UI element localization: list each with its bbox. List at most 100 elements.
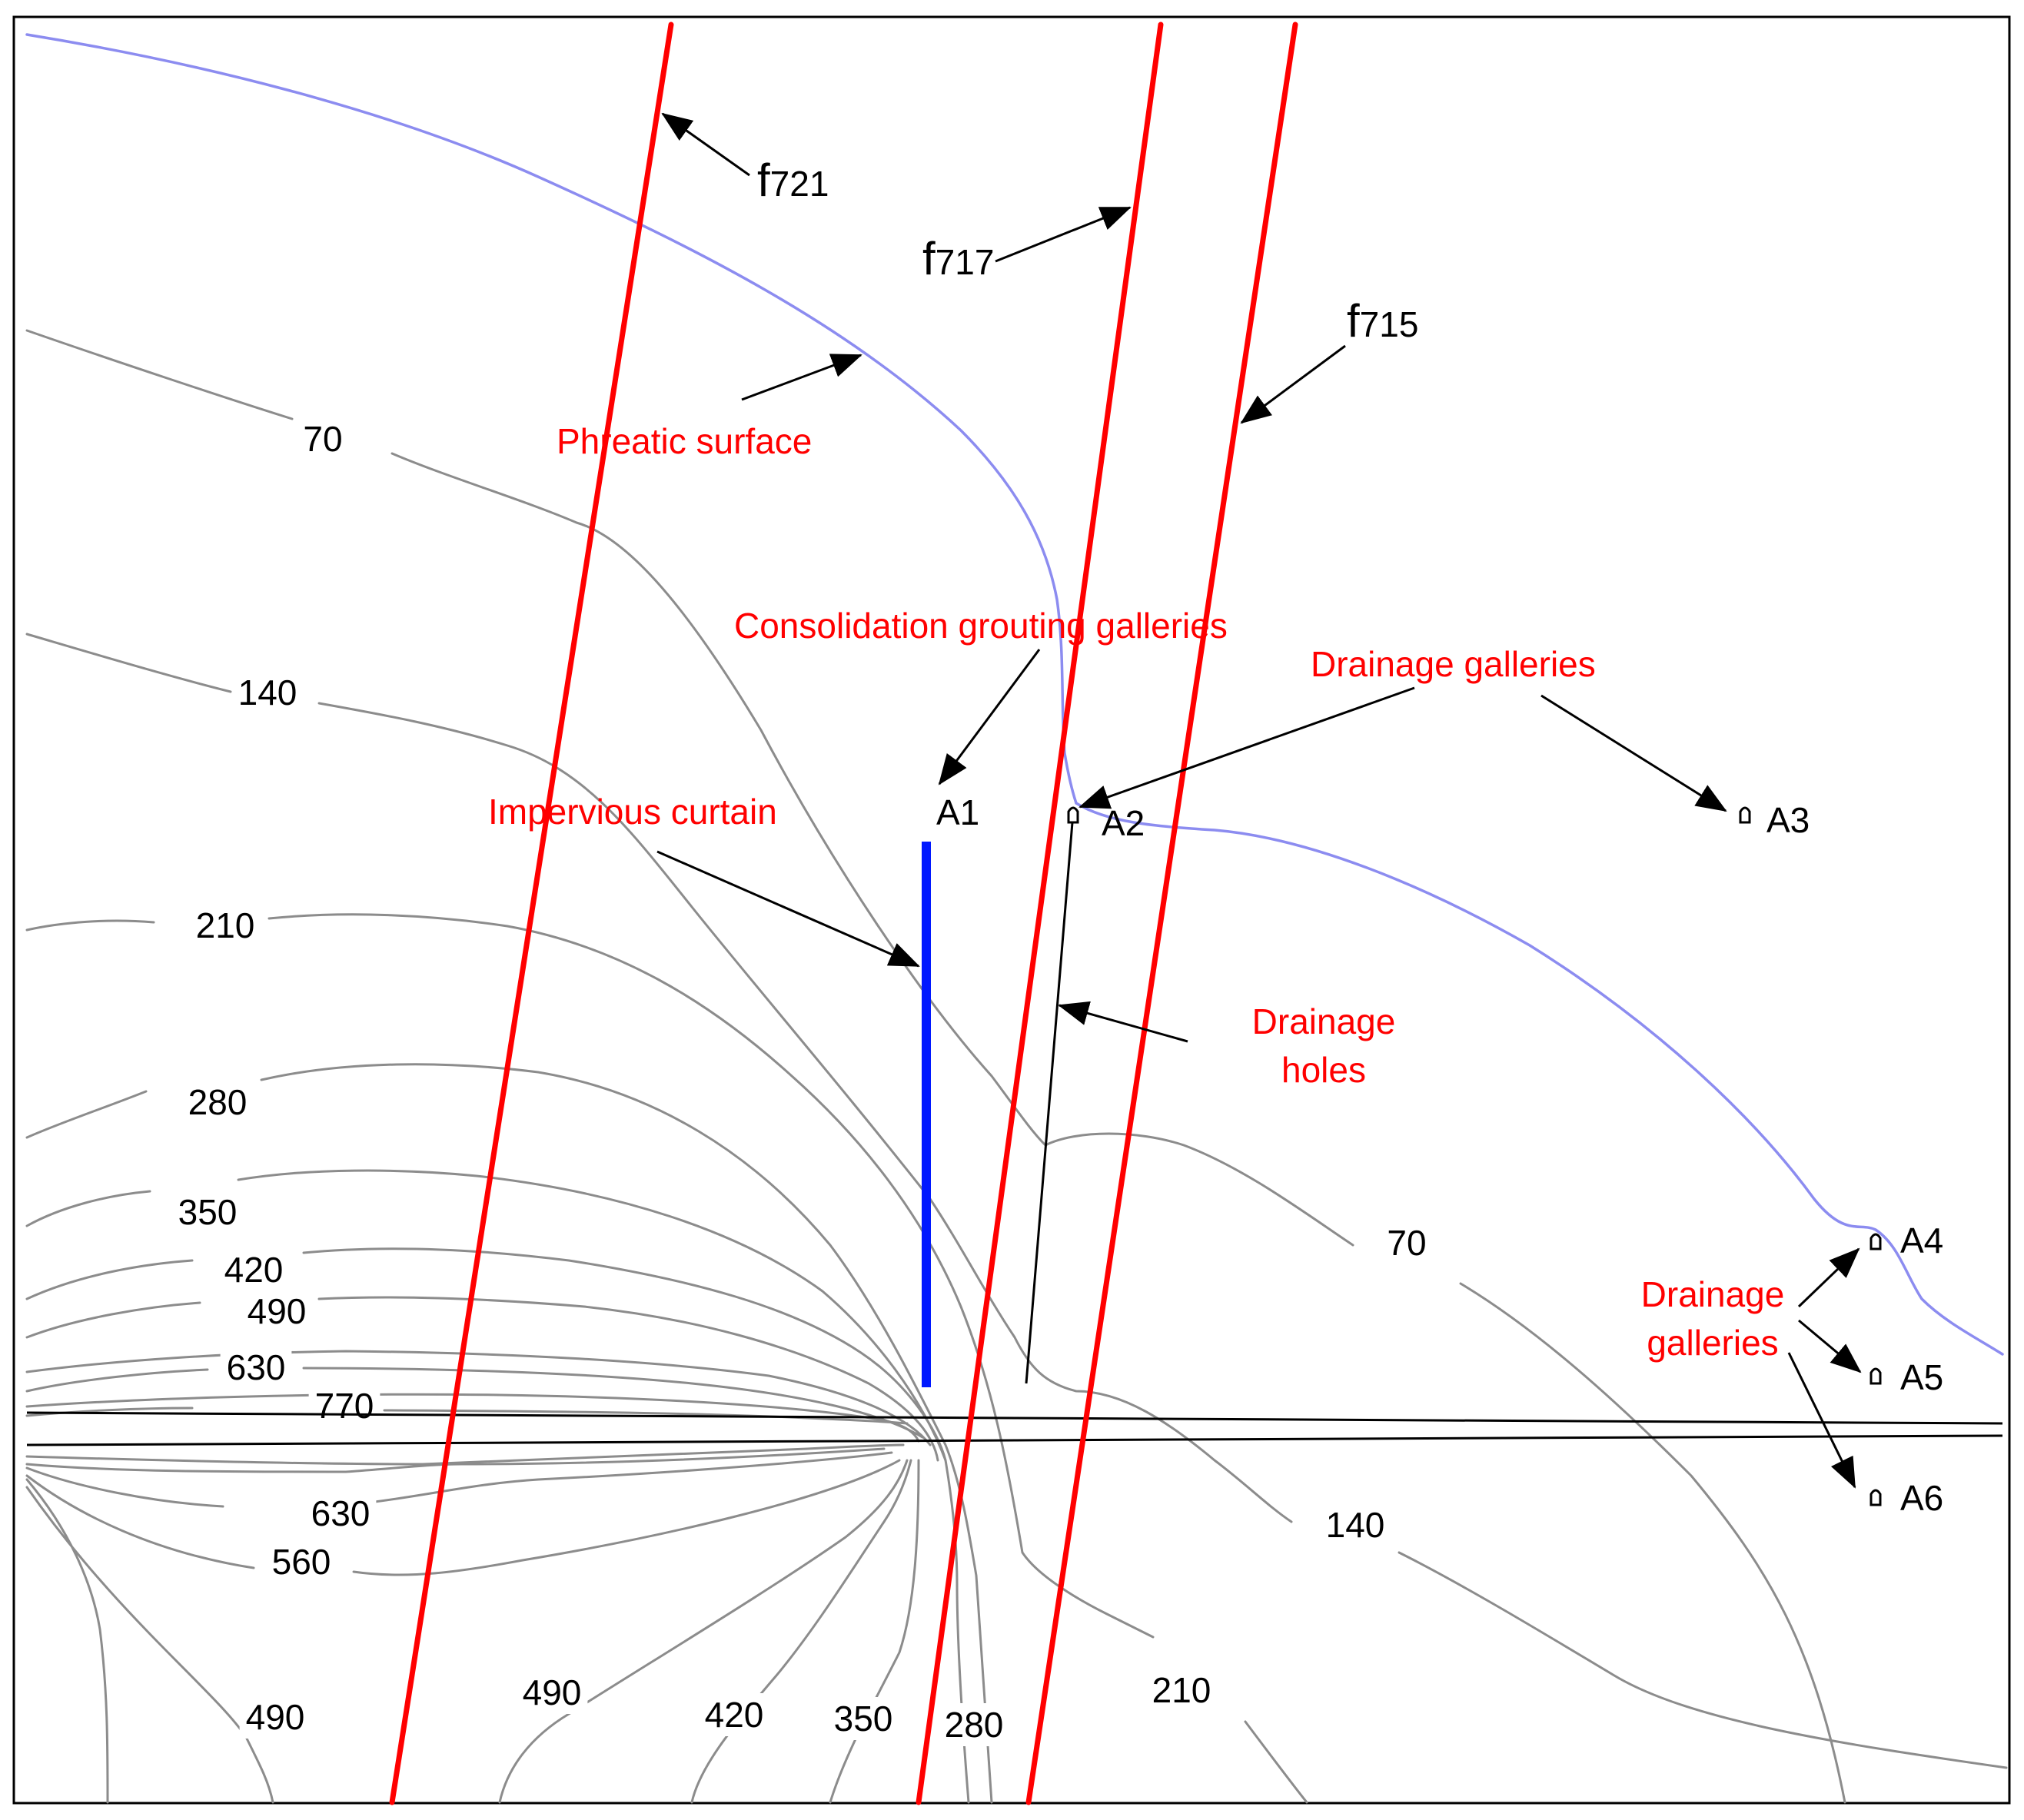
fault-label-f715: f715	[1347, 295, 1418, 347]
contour-lower-1	[25, 1443, 905, 1466]
phreatic-line-upper	[25, 33, 1078, 805]
foundation-line-lower	[26, 1434, 2003, 1446]
arrow-galleries-a5	[1798, 1319, 1862, 1373]
contour-label: 420	[705, 1695, 764, 1735]
contour-lines	[25, 329, 2008, 1804]
gallery-label-a4: A4	[1900, 1221, 1943, 1260]
contour-label: 630	[311, 1493, 371, 1533]
contour-490-upper	[25, 1296, 939, 1462]
contour-labels: 70 140 210 280 350 420 490 630 770 630 5…	[171, 417, 1433, 1746]
arrow-impervious-curtain	[656, 850, 920, 968]
contour-560-lower	[25, 1459, 901, 1576]
annotation-arrows	[656, 112, 1862, 1489]
drainage-hole	[1025, 812, 1075, 1384]
contour-label-background	[181, 1081, 254, 1124]
contour-label-background	[189, 904, 261, 947]
label-consolidation-grouting-galleries: Consolidation grouting galleries	[734, 606, 1228, 646]
contour-label: 280	[188, 1082, 248, 1122]
label-impervious-curtain: Impervious curtain	[488, 792, 777, 832]
label-phreatic-surface: Phreatic surface	[557, 421, 812, 461]
contour-350-lower	[829, 1459, 920, 1804]
contour-label-background	[218, 1248, 290, 1291]
foundation-lines	[26, 1411, 2003, 1446]
contour-label-background	[1145, 1669, 1218, 1712]
fault-labels: f721 f717 f715	[757, 154, 1418, 347]
gallery-label-a6: A6	[1900, 1478, 1943, 1518]
contour-210-upper	[25, 913, 1308, 1804]
arrow-galleries-a6	[1787, 1352, 1856, 1489]
contour-280-upper	[25, 1063, 993, 1804]
contour-770-upper	[25, 1407, 909, 1425]
contour-label: 140	[238, 673, 297, 712]
label-drainage-galleries-right-2: galleries	[1647, 1323, 1778, 1363]
gallery-a6-symbol	[1869, 1489, 1882, 1506]
contour-label-background	[698, 1693, 770, 1736]
fault-label-f721: f721	[757, 154, 829, 206]
contour-label: 70	[303, 419, 342, 459]
contour-lower-2	[25, 1447, 886, 1473]
contour-420-upper	[25, 1247, 947, 1462]
fault-f717	[916, 22, 1164, 1805]
contour-label-background	[516, 1671, 588, 1714]
contour-label-background	[265, 1540, 337, 1583]
contour-label: 420	[224, 1250, 284, 1290]
contour-label: 350	[834, 1699, 893, 1739]
gallery-a4-symbol	[1869, 1233, 1882, 1250]
gallery-a5-symbol	[1869, 1367, 1882, 1385]
contour-350-upper	[25, 1169, 970, 1804]
contour-630-lower	[25, 1451, 893, 1508]
contour-560-upper	[25, 1350, 932, 1446]
contour-label: 350	[178, 1192, 238, 1232]
contour-630-upper	[25, 1367, 924, 1439]
fault-f715	[1025, 22, 1298, 1805]
arrow-f717	[995, 206, 1132, 263]
fault-f721	[389, 22, 674, 1805]
gallery-a3-symbol	[1739, 806, 1751, 824]
contour-label: 490	[246, 1697, 305, 1737]
contour-label-background	[297, 417, 349, 460]
foundation-line-upper	[26, 1411, 2003, 1425]
annotations: Phreatic surface Consolidation grouting …	[488, 421, 1784, 1363]
diagram-frame	[12, 15, 2011, 1805]
fault-letter: f	[757, 154, 770, 206]
contour-490-lower-right	[498, 1459, 909, 1804]
fault-label-f717: f717	[922, 233, 994, 284]
gallery-label-a2: A2	[1102, 803, 1145, 843]
faults	[389, 22, 1298, 1805]
contour-label: 770	[315, 1386, 374, 1426]
phreatic-line-lower	[1075, 802, 2004, 1356]
arrow-drainage-galleries-a3	[1540, 694, 1727, 812]
gallery-label-a1: A1	[936, 792, 979, 832]
contour-label-background	[241, 1290, 313, 1333]
arrow-galleries-a4	[1797, 1247, 1860, 1308]
contour-140-upper	[25, 633, 2008, 1769]
phreatic-surface	[25, 33, 2004, 1356]
label-drainage-holes-2: holes	[1281, 1050, 1366, 1090]
fault-letter: f	[1347, 295, 1360, 347]
contour-label-background	[220, 1346, 292, 1389]
arrow-drainage-holes	[1058, 1001, 1188, 1043]
contour-label: 70	[1387, 1223, 1426, 1263]
contour-label: 140	[1326, 1505, 1385, 1545]
label-drainage-holes-1: Drainage	[1252, 1001, 1396, 1041]
contour-420-lower	[690, 1459, 912, 1804]
contour-label-background	[231, 671, 304, 714]
contour-label-background	[827, 1697, 899, 1740]
gallery-label-a5: A5	[1900, 1357, 1943, 1397]
contour-label: 210	[1152, 1670, 1211, 1710]
contour-label: 490	[248, 1291, 307, 1331]
contour-label: 210	[196, 905, 255, 945]
fault-number: 715	[1360, 304, 1419, 344]
gallery-label-a3: A3	[1766, 800, 1810, 840]
contour-label-background	[304, 1492, 377, 1535]
contour-label: 560	[272, 1542, 331, 1582]
contour-700-upper	[25, 1393, 920, 1443]
arrow-drainage-galleries-a2	[1078, 686, 1415, 809]
contour-label: 280	[945, 1705, 1004, 1745]
gallery-a2-symbol	[1067, 806, 1079, 824]
label-drainage-galleries-right-1: Drainage	[1641, 1274, 1785, 1314]
galleries	[1067, 806, 1882, 1506]
label-drainage-galleries-top: Drainage galleries	[1311, 644, 1596, 684]
contour-label-background	[938, 1703, 1010, 1746]
